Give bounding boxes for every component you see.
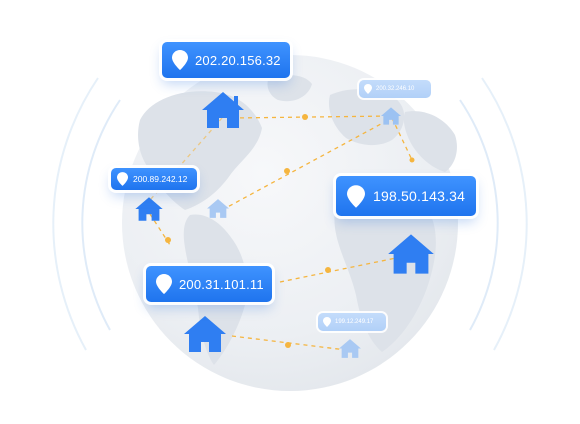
ip-tag[interactable]: 200.32.246.10 <box>359 80 431 98</box>
ip-tag[interactable]: 200.31.101.11 <box>146 266 272 302</box>
connection-dots <box>165 114 415 348</box>
connection-node-dot <box>285 342 291 348</box>
connection-node-dot <box>302 114 308 120</box>
ip-tag[interactable]: 199.12.249.17 <box>318 313 386 331</box>
house-icon[interactable] <box>134 196 164 222</box>
ip-address: 200.31.101.11 <box>179 276 264 292</box>
ip-address: 200.32.246.10 <box>376 86 415 92</box>
location-pin-icon <box>156 274 172 294</box>
ip-tag[interactable]: 200.89.242.12 <box>111 168 197 190</box>
ip-address: 200.89.242.12 <box>133 174 188 184</box>
house-icon[interactable] <box>386 232 436 276</box>
house-icon[interactable] <box>200 90 246 130</box>
house-icon[interactable] <box>338 338 362 359</box>
signal-rings <box>52 77 528 351</box>
ip-address: 199.12.249.17 <box>335 319 374 325</box>
ip-address: 202.20.156.32 <box>195 52 281 68</box>
house-icon[interactable] <box>182 314 228 354</box>
globe <box>122 55 458 391</box>
location-pin-icon <box>117 172 128 186</box>
ip-address: 198.50.143.34 <box>373 188 466 204</box>
ip-tag[interactable]: 198.50.143.34 <box>336 176 476 216</box>
house-icon[interactable] <box>380 106 402 126</box>
location-pin-icon <box>347 184 365 208</box>
connection-node-dot <box>165 237 171 243</box>
connection-node-dot <box>284 168 290 174</box>
connection-node-dot <box>325 267 331 273</box>
location-pin-icon <box>364 84 372 94</box>
house-icon[interactable] <box>206 198 230 219</box>
location-pin-icon <box>323 317 331 327</box>
location-pin-icon <box>172 50 188 70</box>
connection-node-dot <box>409 157 415 163</box>
ip-tag[interactable]: 202.20.156.32 <box>162 42 290 78</box>
